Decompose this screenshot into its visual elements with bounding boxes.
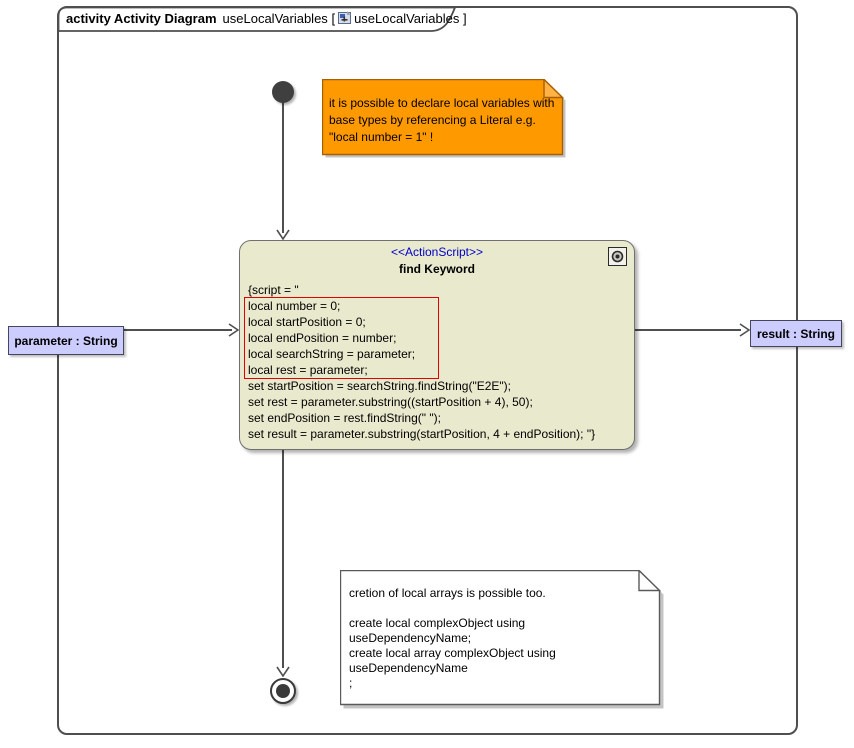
action-name: find Keyword <box>398 262 475 276</box>
white-note-shape[interactable] <box>340 570 665 710</box>
script-line: local startPosition = 0; <box>248 315 366 329</box>
frame-title-close-bracket: ] <box>462 11 467 26</box>
initial-node[interactable] <box>272 81 294 103</box>
parameter-node-label: parameter : String <box>14 333 118 348</box>
frame-title-keyword: activity Activity Diagram <box>66 11 217 26</box>
diagram-icon <box>338 11 352 24</box>
script-line: set result = parameter.substring(startPo… <box>248 427 596 441</box>
local-variables-highlight-box <box>244 297 439 379</box>
orange-note-shape[interactable] <box>322 79 568 159</box>
arrowhead-down-final <box>276 666 290 677</box>
script-line: set endPosition = rest.findString(" "); <box>248 411 441 425</box>
control-flow-initial-to-action[interactable] <box>282 101 284 233</box>
script-line: local number = 0; <box>248 299 341 313</box>
script-line: local endPosition = number; <box>248 331 397 345</box>
script-line: set rest = parameter.substring((startPos… <box>248 395 533 409</box>
frame-title-ref: useLocalVariables <box>354 11 460 26</box>
arrowhead-down-action <box>276 229 290 240</box>
frame-title: activity Activity Diagram useLocalVariabl… <box>66 10 467 27</box>
control-flow-action-to-final[interactable] <box>282 448 284 668</box>
action-script-body: {script = " local number = 0; local star… <box>248 282 628 442</box>
note-line: base types by referencing a Literal e.g. <box>329 113 536 127</box>
script-line: set startPosition = searchString.findStr… <box>248 379 511 393</box>
action-node-find-keyword[interactable]: <<ActionScript>> find Keyword {script = … <box>239 240 635 450</box>
activity-final-node[interactable] <box>270 678 296 704</box>
note-line: cretion of local arrays is possible too. <box>349 586 546 600</box>
activity-final-node-core <box>276 684 290 698</box>
white-note-text: cretion of local arrays is possible too.… <box>349 586 556 691</box>
arrowhead-right-result <box>739 323 750 337</box>
script-line: local rest = parameter; <box>248 363 368 377</box>
parameter-node-input[interactable]: parameter : String <box>8 326 124 355</box>
object-flow-parameter-to-action[interactable] <box>122 329 232 331</box>
note-line <box>349 601 556 616</box>
note-line: create local array complexObject using <box>349 646 556 660</box>
orange-note-text: it is possible to declare local variable… <box>329 95 554 146</box>
note-line: it is possible to declare local variable… <box>329 96 555 110</box>
note-line: ; <box>349 676 353 690</box>
note-line: create local complexObject using <box>349 616 526 630</box>
arrowhead-right-action <box>228 323 239 337</box>
frame-title-tab <box>57 6 457 32</box>
script-line: {script = " <box>248 283 299 297</box>
frame-title-open-bracket: [ <box>331 11 336 26</box>
parameter-node-result[interactable]: result : String <box>750 320 842 347</box>
frame-title-name: useLocalVariables <box>222 11 328 26</box>
note-line: "local number = 1" ! <box>329 130 434 144</box>
object-flow-action-to-result[interactable] <box>633 329 741 331</box>
note-line: useDependencyName <box>349 661 468 675</box>
result-node-label: result : String <box>756 326 835 341</box>
note-line: useDependencyName; <box>349 631 472 645</box>
script-line: local searchString = parameter; <box>248 347 416 361</box>
behavior-icon <box>608 247 627 266</box>
action-stereotype: <<ActionScript>> <box>390 245 484 259</box>
